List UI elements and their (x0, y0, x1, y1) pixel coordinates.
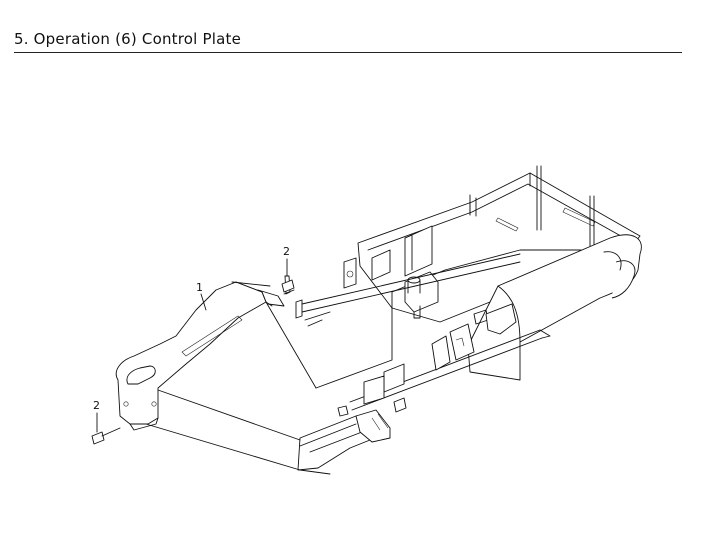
bolt-bottom-icon (91, 427, 121, 445)
bolt-top-icon (281, 275, 295, 295)
callout-part-2-top: 2 (283, 245, 290, 277)
svg-text:2: 2 (283, 245, 290, 258)
control-plate-part (115, 281, 285, 431)
svg-text:1: 1 (196, 281, 203, 294)
main-frame-assembly (295, 165, 642, 471)
callout-part-1: 1 (196, 281, 207, 311)
page-title: 5. Operation (6) Control Plate (14, 30, 242, 48)
svg-text:2: 2 (93, 399, 100, 412)
callout-part-2-bottom: 2 (93, 399, 100, 433)
assembly-leader-lines (145, 281, 331, 475)
title-divider (14, 52, 682, 53)
